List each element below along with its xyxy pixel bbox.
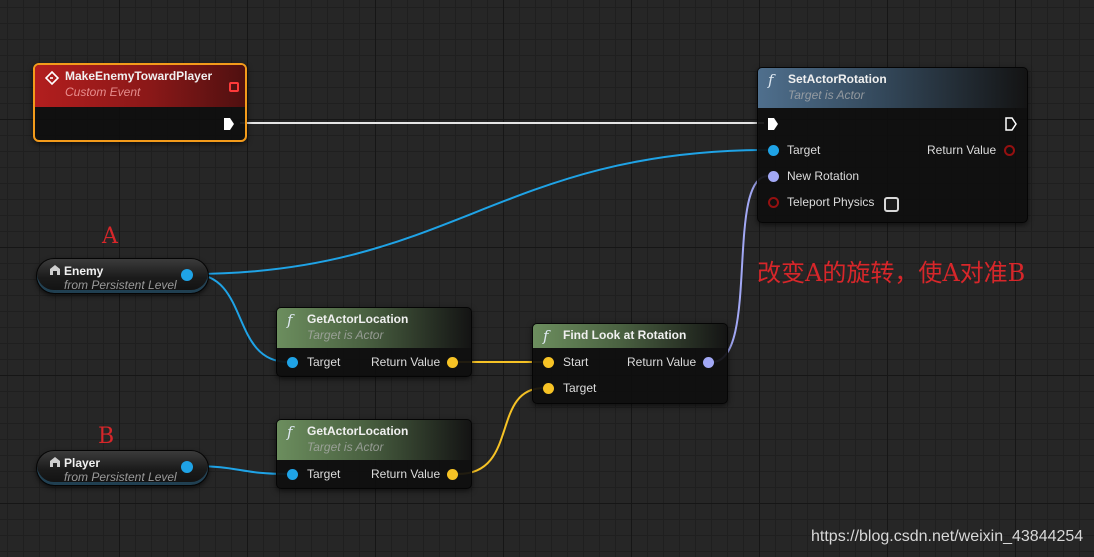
target-pin-label: Target bbox=[787, 143, 821, 157]
custom-event-subtitle: Custom Event bbox=[65, 85, 141, 99]
get-actor-location-node-2[interactable]: f GetActorLocation Target is Actor Targe… bbox=[276, 419, 472, 489]
start-pin-label: Start bbox=[563, 355, 589, 369]
watermark-url: https://blog.csdn.net/weixin_43844254 bbox=[811, 528, 1084, 545]
set-actor-rotation-subtitle: Target is Actor bbox=[788, 88, 865, 102]
exec-out-pin-icon[interactable] bbox=[223, 117, 235, 131]
function-icon: f bbox=[543, 327, 549, 345]
delegate-pin-icon[interactable] bbox=[229, 82, 239, 92]
get-actor-location-node-1[interactable]: f GetActorLocation Target is Actor Targe… bbox=[276, 307, 472, 377]
target-pin-label: Target bbox=[307, 467, 341, 481]
get-actor-location-subtitle: Target is Actor bbox=[307, 440, 384, 454]
get-actor-location-header: f GetActorLocation Target is Actor bbox=[277, 308, 471, 348]
annotation-label-b: B bbox=[98, 424, 115, 449]
target-pin-icon[interactable] bbox=[287, 469, 298, 480]
get-actor-location-title: GetActorLocation bbox=[307, 312, 409, 326]
level-actor-icon bbox=[50, 457, 60, 467]
find-look-at-rotation-header: f Find Look at Rotation bbox=[533, 324, 727, 348]
custom-event-title: MakeEnemyTowardPlayer bbox=[65, 69, 213, 83]
annotation-caption: 改变A的旋转，使A对准B bbox=[757, 259, 1026, 287]
custom-event-node[interactable]: MakeEnemyTowardPlayer Custom Event bbox=[33, 63, 247, 142]
return-value-pin-label: Return Value bbox=[371, 355, 441, 369]
set-actor-rotation-node[interactable]: f SetActorRotation Target is Actor Targe… bbox=[757, 67, 1028, 223]
set-actor-rotation-header: f SetActorRotation Target is Actor bbox=[758, 68, 1027, 108]
set-actor-rotation-title: SetActorRotation bbox=[788, 72, 887, 86]
enemy-to-set-target-wire bbox=[191, 149, 769, 275]
player-variable-name: Player bbox=[64, 456, 101, 470]
return-value-pin-label: Return Value bbox=[627, 355, 697, 369]
return-value-pin-label: Return Value bbox=[371, 467, 441, 481]
exec-out-pin-icon[interactable] bbox=[1005, 117, 1017, 131]
teleport-physics-pin-label: Teleport Physics bbox=[787, 195, 875, 209]
new-rotation-pin-label: New Rotation bbox=[787, 169, 860, 183]
function-icon: f bbox=[287, 423, 293, 441]
find-look-at-rotation-title: Find Look at Rotation bbox=[563, 328, 687, 342]
target-pin-label: Target bbox=[307, 355, 341, 369]
teleport-physics-checkbox[interactable] bbox=[884, 197, 899, 212]
enemy-to-getloc1-wire bbox=[191, 273, 289, 363]
player-output-pin-icon[interactable] bbox=[181, 461, 193, 473]
target-pin-icon[interactable] bbox=[287, 357, 298, 368]
custom-event-header: MakeEnemyTowardPlayer Custom Event bbox=[35, 65, 245, 107]
function-icon: f bbox=[768, 71, 774, 89]
target-pin-icon[interactable] bbox=[768, 145, 779, 156]
enemy-variable-subtitle: from Persistent Level bbox=[64, 278, 177, 292]
return-value-pin-icon[interactable] bbox=[1004, 145, 1015, 156]
find-look-at-rotation-node[interactable]: f Find Look at Rotation Start Return Val… bbox=[532, 323, 728, 404]
new-rotation-pin-icon[interactable] bbox=[768, 171, 779, 182]
return-value-pin-label: Return Value bbox=[927, 143, 997, 157]
enemy-variable-node[interactable]: Enemy from Persistent Level bbox=[36, 258, 209, 294]
enemy-output-pin-icon[interactable] bbox=[181, 269, 193, 281]
target-pin-icon[interactable] bbox=[543, 383, 554, 394]
get-actor-location-title: GetActorLocation bbox=[307, 424, 409, 438]
return-value-pin-icon[interactable] bbox=[703, 357, 714, 368]
enemy-variable-name: Enemy bbox=[64, 264, 104, 278]
player-variable-subtitle: from Persistent Level bbox=[64, 470, 177, 484]
player-variable-node[interactable]: Player from Persistent Level bbox=[36, 450, 209, 486]
event-diamond-icon bbox=[45, 71, 59, 85]
start-pin-icon[interactable] bbox=[543, 357, 554, 368]
teleport-physics-pin-icon[interactable] bbox=[768, 197, 779, 208]
get-actor-location-subtitle: Target is Actor bbox=[307, 328, 384, 342]
get-actor-location-header: f GetActorLocation Target is Actor bbox=[277, 420, 471, 460]
target-pin-label: Target bbox=[563, 381, 597, 395]
function-icon: f bbox=[287, 311, 293, 329]
annotation-label-a: A bbox=[102, 224, 118, 249]
return-value-pin-icon[interactable] bbox=[447, 357, 458, 368]
level-actor-icon bbox=[50, 265, 60, 275]
exec-in-pin-icon[interactable] bbox=[767, 117, 779, 131]
return-value-pin-icon[interactable] bbox=[447, 469, 458, 480]
